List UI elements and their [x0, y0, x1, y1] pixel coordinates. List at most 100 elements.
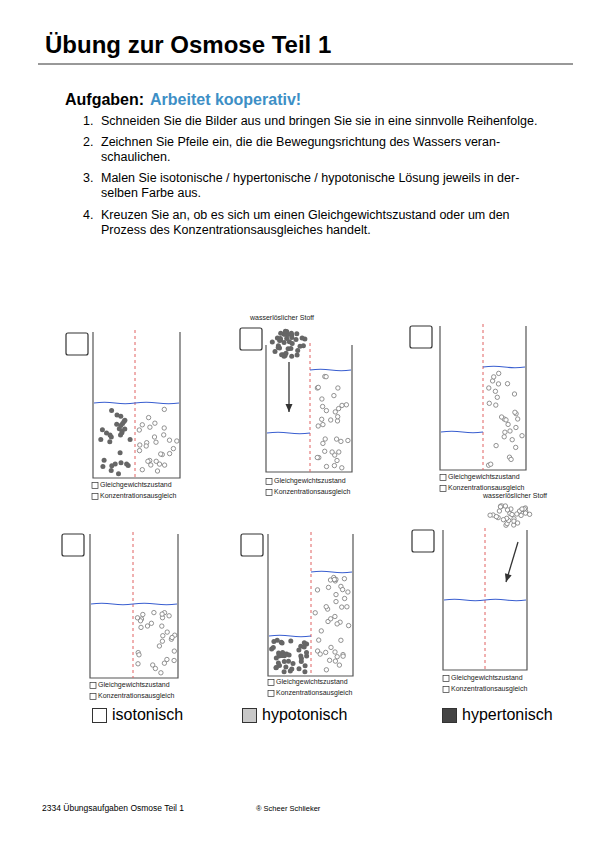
- water-particle: [329, 418, 333, 422]
- solute-dot: [288, 346, 293, 351]
- legend-swatch: [242, 708, 257, 723]
- water-particle: [341, 654, 345, 658]
- water-particle: [497, 371, 501, 375]
- water-particle: [172, 649, 176, 653]
- arrow-head: [505, 573, 512, 582]
- solute-dot: [274, 665, 279, 670]
- answer-checkbox: [266, 490, 272, 496]
- water-particle: [144, 444, 148, 448]
- solute-dot: [107, 439, 112, 444]
- checkbox-label: Gleichgewichtszustand: [276, 678, 348, 686]
- footer-text: ® Scheer Schlieker: [256, 804, 320, 813]
- water-particle: [172, 658, 176, 662]
- water-particle: [345, 605, 349, 609]
- order-checkbox: [66, 333, 88, 355]
- solute-dot: [286, 659, 291, 664]
- membrane: [135, 330, 136, 478]
- water-particle: [154, 459, 158, 463]
- water-particle: [135, 616, 139, 620]
- water-particle: [157, 644, 161, 648]
- solute-dot: [295, 352, 300, 357]
- water-particle: [318, 652, 322, 656]
- water-particle: [320, 417, 324, 421]
- water-particle: [323, 449, 327, 453]
- water-particle: [315, 386, 319, 390]
- water-particle: [329, 645, 333, 649]
- water-level: [91, 603, 133, 605]
- solute-label: wasserlöslicher Stoff: [250, 314, 314, 322]
- water-particle: [321, 422, 325, 426]
- answer-checkbox: [443, 676, 449, 682]
- checkbox-label: Gleichgewichtszustand: [274, 477, 346, 485]
- water-particle: [171, 446, 175, 450]
- water-particle: [493, 389, 497, 393]
- checkbox-label: Konzentrationsausgleich: [448, 484, 524, 492]
- water-particle: [321, 441, 325, 445]
- checkbox-label: Konzentrationsausgleich: [276, 689, 352, 697]
- water-particle: [315, 455, 319, 459]
- solute-dot: [278, 331, 283, 336]
- solute-dot: [118, 433, 123, 438]
- water-particle: [137, 448, 141, 452]
- beaker-wall: [266, 345, 352, 472]
- water-particle: [165, 630, 169, 634]
- water-particle: [167, 614, 171, 618]
- solute-dot: [271, 645, 276, 650]
- water-particle: [140, 468, 144, 472]
- water-particle: [326, 585, 330, 589]
- task-text: Schneiden Sie die Bilder aus und bringen…: [101, 114, 546, 129]
- checkbox-label: Gleichgewichtszustand: [448, 473, 520, 481]
- solute-dot: [303, 663, 308, 668]
- water-particle: [516, 417, 520, 421]
- water-particle: [504, 418, 508, 422]
- solute-dot: [283, 665, 288, 670]
- solute-dot: [274, 665, 279, 670]
- water-particle: [515, 521, 519, 525]
- solute-dot: [288, 639, 293, 644]
- water-particle: [145, 624, 149, 628]
- water-particle: [334, 437, 338, 441]
- water-particle: [319, 629, 323, 633]
- beakers: [62, 324, 532, 700]
- answer-checkbox: [90, 694, 96, 700]
- water-particle: [495, 395, 499, 399]
- list-number: 3.: [83, 171, 93, 186]
- solute-dot: [119, 460, 124, 465]
- water-particle: [141, 612, 145, 616]
- answer-checkbox: [90, 683, 96, 689]
- legend-swatch: [442, 708, 457, 723]
- water-particle: [519, 513, 523, 517]
- water-particle: [155, 469, 159, 473]
- water-particle: [510, 512, 514, 516]
- membrane: [483, 324, 484, 470]
- order-checkbox: [241, 534, 263, 556]
- solute-dot: [302, 645, 307, 650]
- water-particle: [514, 445, 518, 449]
- water-particle: [160, 639, 164, 643]
- water-particle: [334, 599, 338, 603]
- water-particle: [508, 429, 512, 433]
- water-particle: [140, 423, 144, 427]
- water-particle: [320, 397, 324, 401]
- solute-dot: [98, 437, 103, 442]
- water-particle: [332, 393, 336, 397]
- water-particle: [498, 505, 502, 509]
- membrane: [310, 343, 311, 472]
- water-level: [94, 402, 135, 404]
- water-particle: [494, 514, 498, 518]
- water-particle: [487, 401, 491, 405]
- solute-dot: [302, 669, 307, 674]
- water-particle: [337, 450, 341, 454]
- answer-checkbox: [266, 479, 272, 485]
- checkbox-label: Gleichgewichtszustand: [451, 674, 523, 682]
- water-particle: [159, 452, 163, 456]
- solute-dot: [284, 336, 289, 341]
- solute-dot: [289, 667, 294, 672]
- solute-dot: [282, 669, 287, 674]
- solute-dot: [289, 335, 294, 340]
- water-particle: [161, 634, 165, 638]
- solute-dot: [122, 427, 127, 432]
- solute-dot: [295, 348, 300, 353]
- answer-checkbox: [440, 475, 446, 481]
- list-number: 4.: [83, 208, 93, 223]
